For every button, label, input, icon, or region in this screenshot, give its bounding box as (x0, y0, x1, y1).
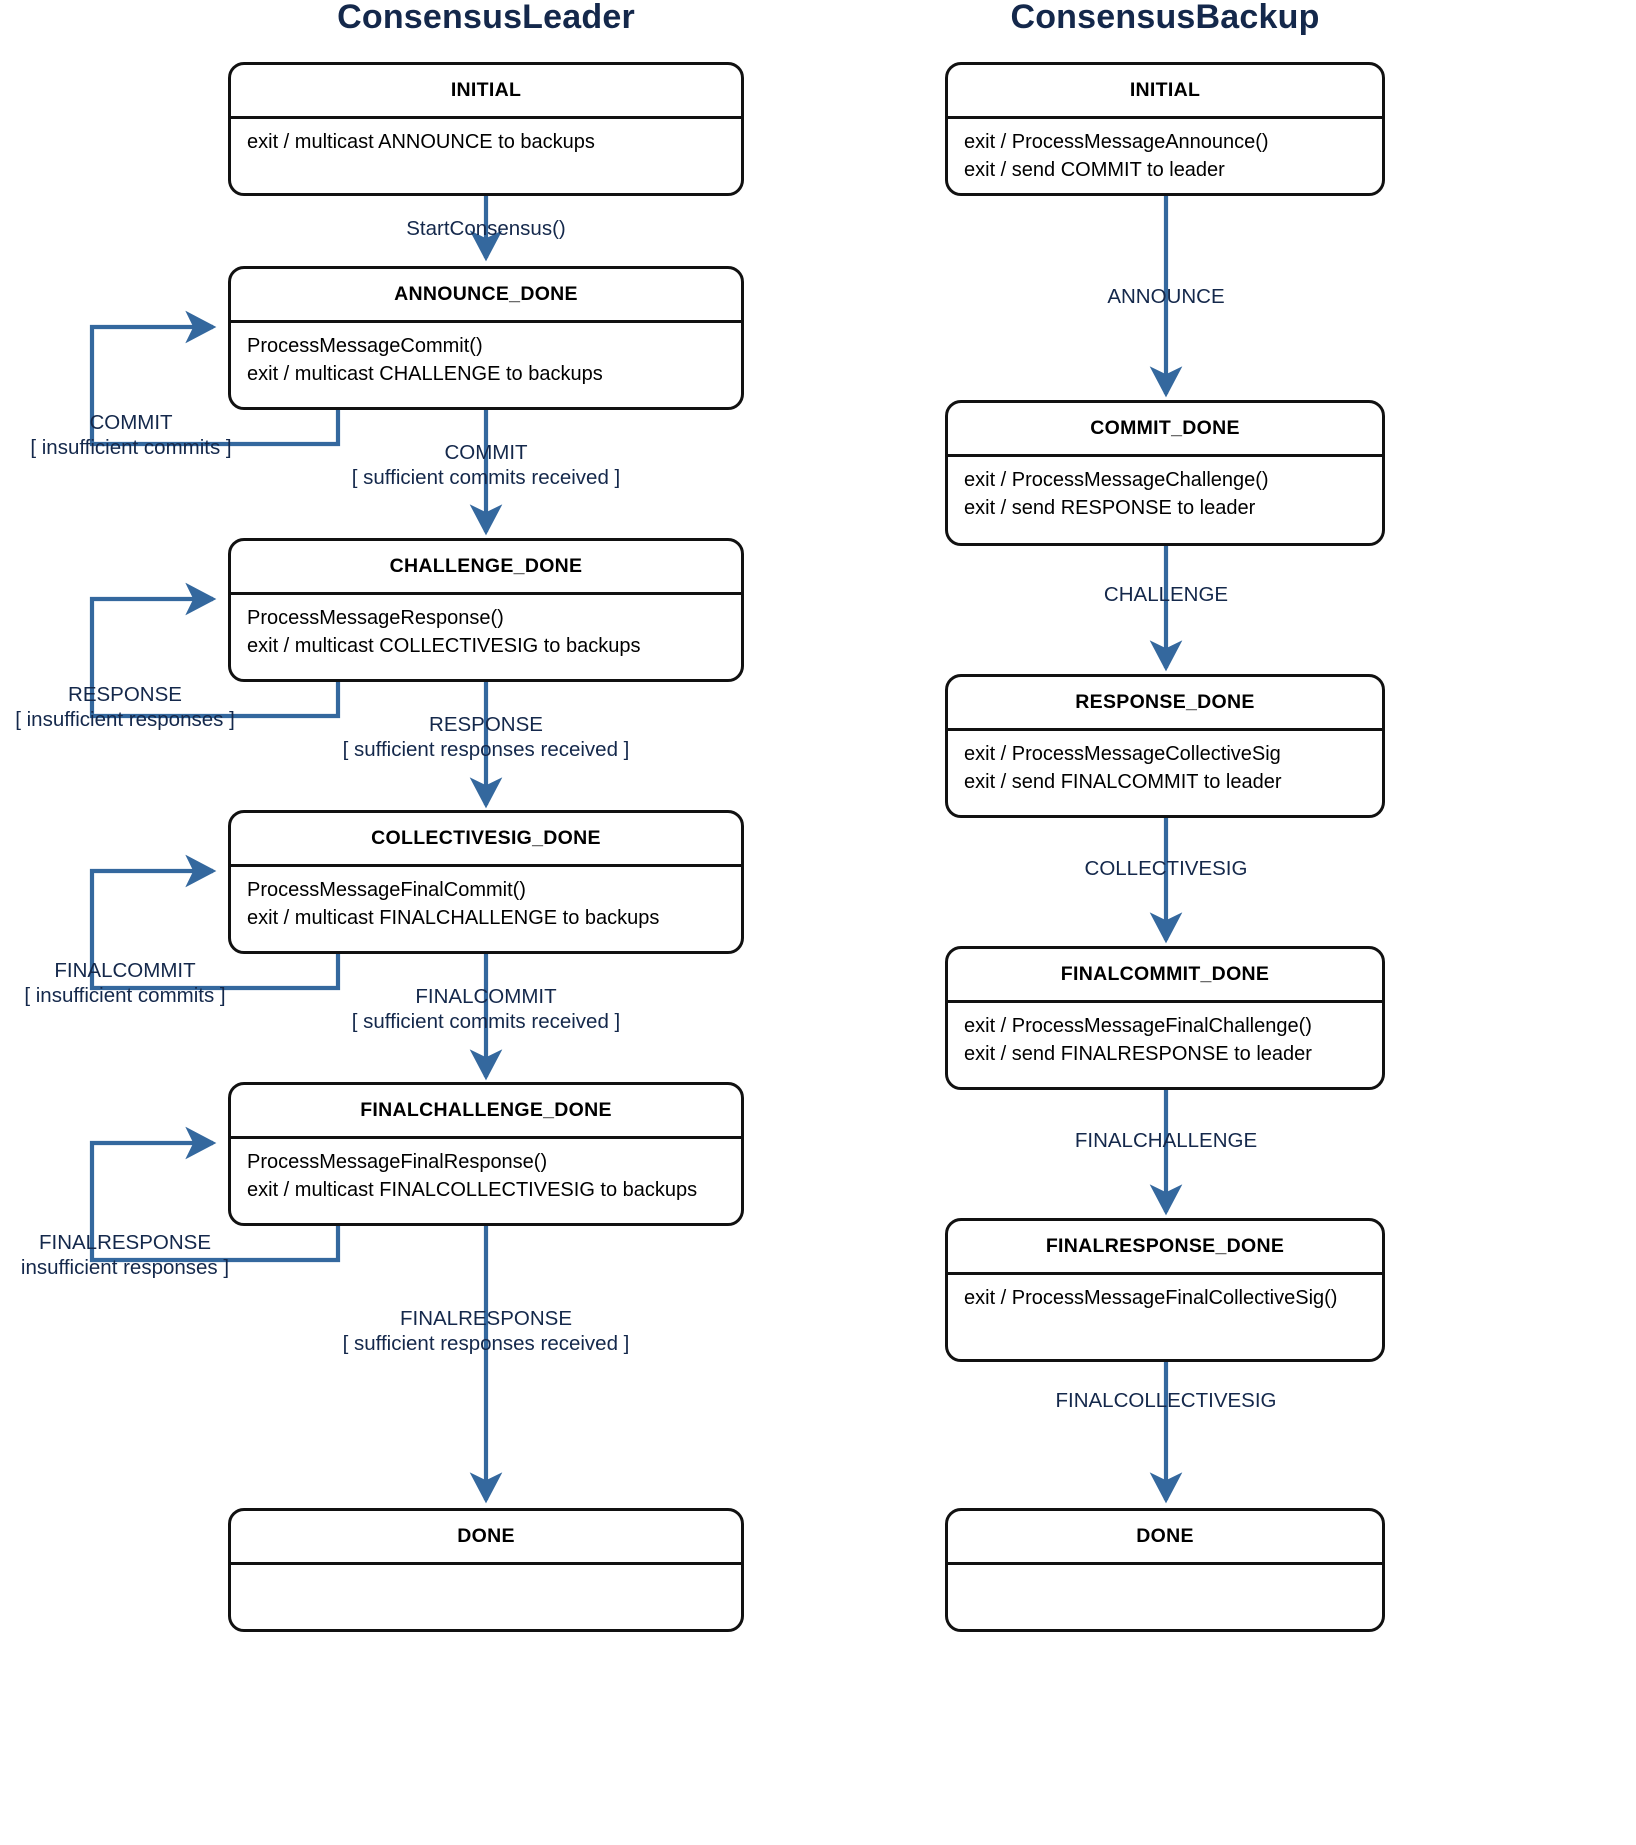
state-actions: exit / ProcessMessageCollectiveSig exit … (948, 731, 1382, 815)
state-actions: ProcessMessageFinalResponse() exit / mul… (231, 1139, 741, 1223)
state-name: INITIAL (948, 65, 1382, 119)
state-name: DONE (231, 1511, 741, 1565)
state-action-line: ProcessMessageCommit() (247, 335, 483, 357)
state-leader-finalchallenge-done[interactable]: FINALCHALLENGE_DONE ProcessMessageFinalR… (228, 1082, 744, 1226)
selfloop-label-line: [ insufficient responses ] (15, 708, 235, 731)
state-actions: exit / multicast ANNOUNCE to backups (231, 119, 741, 193)
state-actions: ProcessMessageFinalCommit() exit / multi… (231, 867, 741, 951)
state-actions: exit / ProcessMessageFinalCollectiveSig(… (948, 1275, 1382, 1359)
transition-label-collectivesig: COLLECTIVESIG (1006, 856, 1326, 881)
state-name: RESPONSE_DONE (948, 677, 1382, 731)
transition-label-announce: ANNOUNCE (1006, 284, 1326, 309)
transition-label-challenge: CHALLENGE (1006, 582, 1326, 607)
state-action-line: exit / send FINALRESPONSE to leader (964, 1042, 1312, 1065)
selfloop-label-finalcommit-insufficient: FINALCOMMIT [ insufficient commits ] (0, 958, 250, 1008)
transition-label-line: StartConsensus() (406, 217, 566, 240)
state-backup-finalcommit-done[interactable]: FINALCOMMIT_DONE exit / ProcessMessageFi… (945, 946, 1385, 1090)
transition-label-line: COMMIT (444, 441, 528, 464)
state-action-line: exit / multicast FINALCHALLENGE to backu… (247, 906, 660, 929)
transition-label-line: RESPONSE (429, 713, 543, 736)
state-name: COLLECTIVESIG_DONE (231, 813, 741, 867)
state-action-line: exit / ProcessMessageCollectiveSig (964, 743, 1281, 765)
transition-label-commit-sufficient: COMMIT [ sufficient commits received ] (326, 440, 646, 490)
transition-label-line: FINALRESPONSE (399, 1307, 573, 1330)
selfloop-label-line: COMMIT (89, 411, 173, 434)
transition-label-line: FINALCHALLENGE (1074, 1129, 1258, 1152)
state-backup-commit-done[interactable]: COMMIT_DONE exit / ProcessMessageChallen… (945, 400, 1385, 546)
selfloop-label-line: FINALRESPONSE (38, 1231, 212, 1254)
state-action-line: exit / ProcessMessageChallenge() (964, 469, 1269, 491)
state-actions: exit / ProcessMessageAnnounce() exit / s… (948, 119, 1382, 193)
state-name: COMMIT_DONE (948, 403, 1382, 457)
state-action-line: exit / multicast FINALCOLLECTIVESIG to b… (247, 1178, 698, 1201)
state-action-line: ProcessMessageFinalCommit() (247, 879, 526, 901)
state-action-line: exit / ProcessMessageFinalCollectiveSig(… (964, 1287, 1338, 1309)
transition-label-finalchallenge: FINALCHALLENGE (1006, 1128, 1326, 1153)
state-name: FINALCHALLENGE_DONE (231, 1085, 741, 1139)
transition-label-line: [ sufficient commits received ] (351, 466, 621, 489)
selfloop-label-line: insufficient responses ] (20, 1256, 230, 1279)
transition-label-line: FINALCOLLECTIVESIG (1055, 1389, 1277, 1412)
transition-label-finalcommit-sufficient: FINALCOMMIT [ sufficient commits receive… (326, 984, 646, 1034)
state-backup-initial[interactable]: INITIAL exit / ProcessMessageAnnounce() … (945, 62, 1385, 196)
state-name: FINALCOMMIT_DONE (948, 949, 1382, 1003)
state-leader-announce-done[interactable]: ANNOUNCE_DONE ProcessMessageCommit() exi… (228, 266, 744, 410)
state-action-line: exit / multicast CHALLENGE to backups (247, 362, 603, 385)
transition-label-line: COLLECTIVESIG (1084, 857, 1248, 880)
state-action-line: exit / ProcessMessageFinalChallenge() (964, 1015, 1312, 1037)
state-name: FINALRESPONSE_DONE (948, 1221, 1382, 1275)
state-action-line: ProcessMessageFinalResponse() (247, 1151, 548, 1173)
state-name: DONE (948, 1511, 1382, 1565)
transition-label-line: [ sufficient commits received ] (351, 1010, 621, 1033)
transition-label-line: FINALCOMMIT (415, 985, 557, 1008)
state-leader-collectivesig-done[interactable]: COLLECTIVESIG_DONE ProcessMessageFinalCo… (228, 810, 744, 954)
state-name: INITIAL (231, 65, 741, 119)
state-actions (231, 1565, 741, 1629)
state-action-line: exit / multicast ANNOUNCE to backups (247, 131, 595, 153)
state-backup-done[interactable]: DONE (945, 1508, 1385, 1632)
transition-label-finalcollectivesig: FINALCOLLECTIVESIG (1006, 1388, 1326, 1413)
state-leader-done[interactable]: DONE (228, 1508, 744, 1632)
state-actions: ProcessMessageResponse() exit / multicas… (231, 595, 741, 679)
state-actions: exit / ProcessMessageChallenge() exit / … (948, 457, 1382, 543)
state-leader-challenge-done[interactable]: CHALLENGE_DONE ProcessMessageResponse() … (228, 538, 744, 682)
state-actions (948, 1565, 1382, 1629)
state-action-line: exit / send COMMIT to leader (964, 158, 1225, 181)
state-leader-initial[interactable]: INITIAL exit / multicast ANNOUNCE to bac… (228, 62, 744, 196)
state-backup-response-done[interactable]: RESPONSE_DONE exit / ProcessMessageColle… (945, 674, 1385, 818)
transition-label-finalresponse-sufficient: FINALRESPONSE [ sufficient responses rec… (326, 1306, 646, 1356)
column-title-backup: ConsensusBackup (1010, 0, 1320, 36)
selfloop-label-line: [ insufficient commits ] (30, 436, 232, 459)
state-action-line: exit / send FINALCOMMIT to leader (964, 770, 1282, 793)
transition-label-line: [ sufficient responses received ] (342, 738, 630, 761)
selfloop-label-response-insufficient: RESPONSE [ insufficient responses ] (0, 682, 250, 732)
selfloop-label-line: [ insufficient commits ] (24, 984, 226, 1007)
selfloop-label-commit-insufficient: COMMIT [ insufficient commits ] (6, 410, 256, 460)
column-title-leader: ConsensusLeader (337, 0, 635, 36)
transition-label-line: CHALLENGE (1103, 583, 1229, 606)
transition-label-line: [ sufficient responses received ] (342, 1332, 630, 1355)
state-action-line: exit / send RESPONSE to leader (964, 496, 1256, 519)
state-action-line: exit / multicast COLLECTIVESIG to backup… (247, 634, 641, 657)
state-actions: ProcessMessageCommit() exit / multicast … (231, 323, 741, 407)
state-name: ANNOUNCE_DONE (231, 269, 741, 323)
selfloop-label-line: FINALCOMMIT (54, 959, 196, 982)
transition-label-start-consensus: StartConsensus() (326, 216, 646, 241)
state-action-line: exit / ProcessMessageAnnounce() (964, 131, 1269, 153)
state-action-line: ProcessMessageResponse() (247, 607, 504, 629)
selfloop-label-line: RESPONSE (68, 683, 182, 706)
state-actions: exit / ProcessMessageFinalChallenge() ex… (948, 1003, 1382, 1087)
state-backup-finalresponse-done[interactable]: FINALRESPONSE_DONE exit / ProcessMessage… (945, 1218, 1385, 1362)
state-name: CHALLENGE_DONE (231, 541, 741, 595)
transition-label-line: ANNOUNCE (1107, 285, 1225, 308)
transition-label-response-sufficient: RESPONSE [ sufficient responses received… (326, 712, 646, 762)
selfloop-label-finalresponse-insufficient: FINALRESPONSE insufficient responses ] (0, 1230, 250, 1280)
